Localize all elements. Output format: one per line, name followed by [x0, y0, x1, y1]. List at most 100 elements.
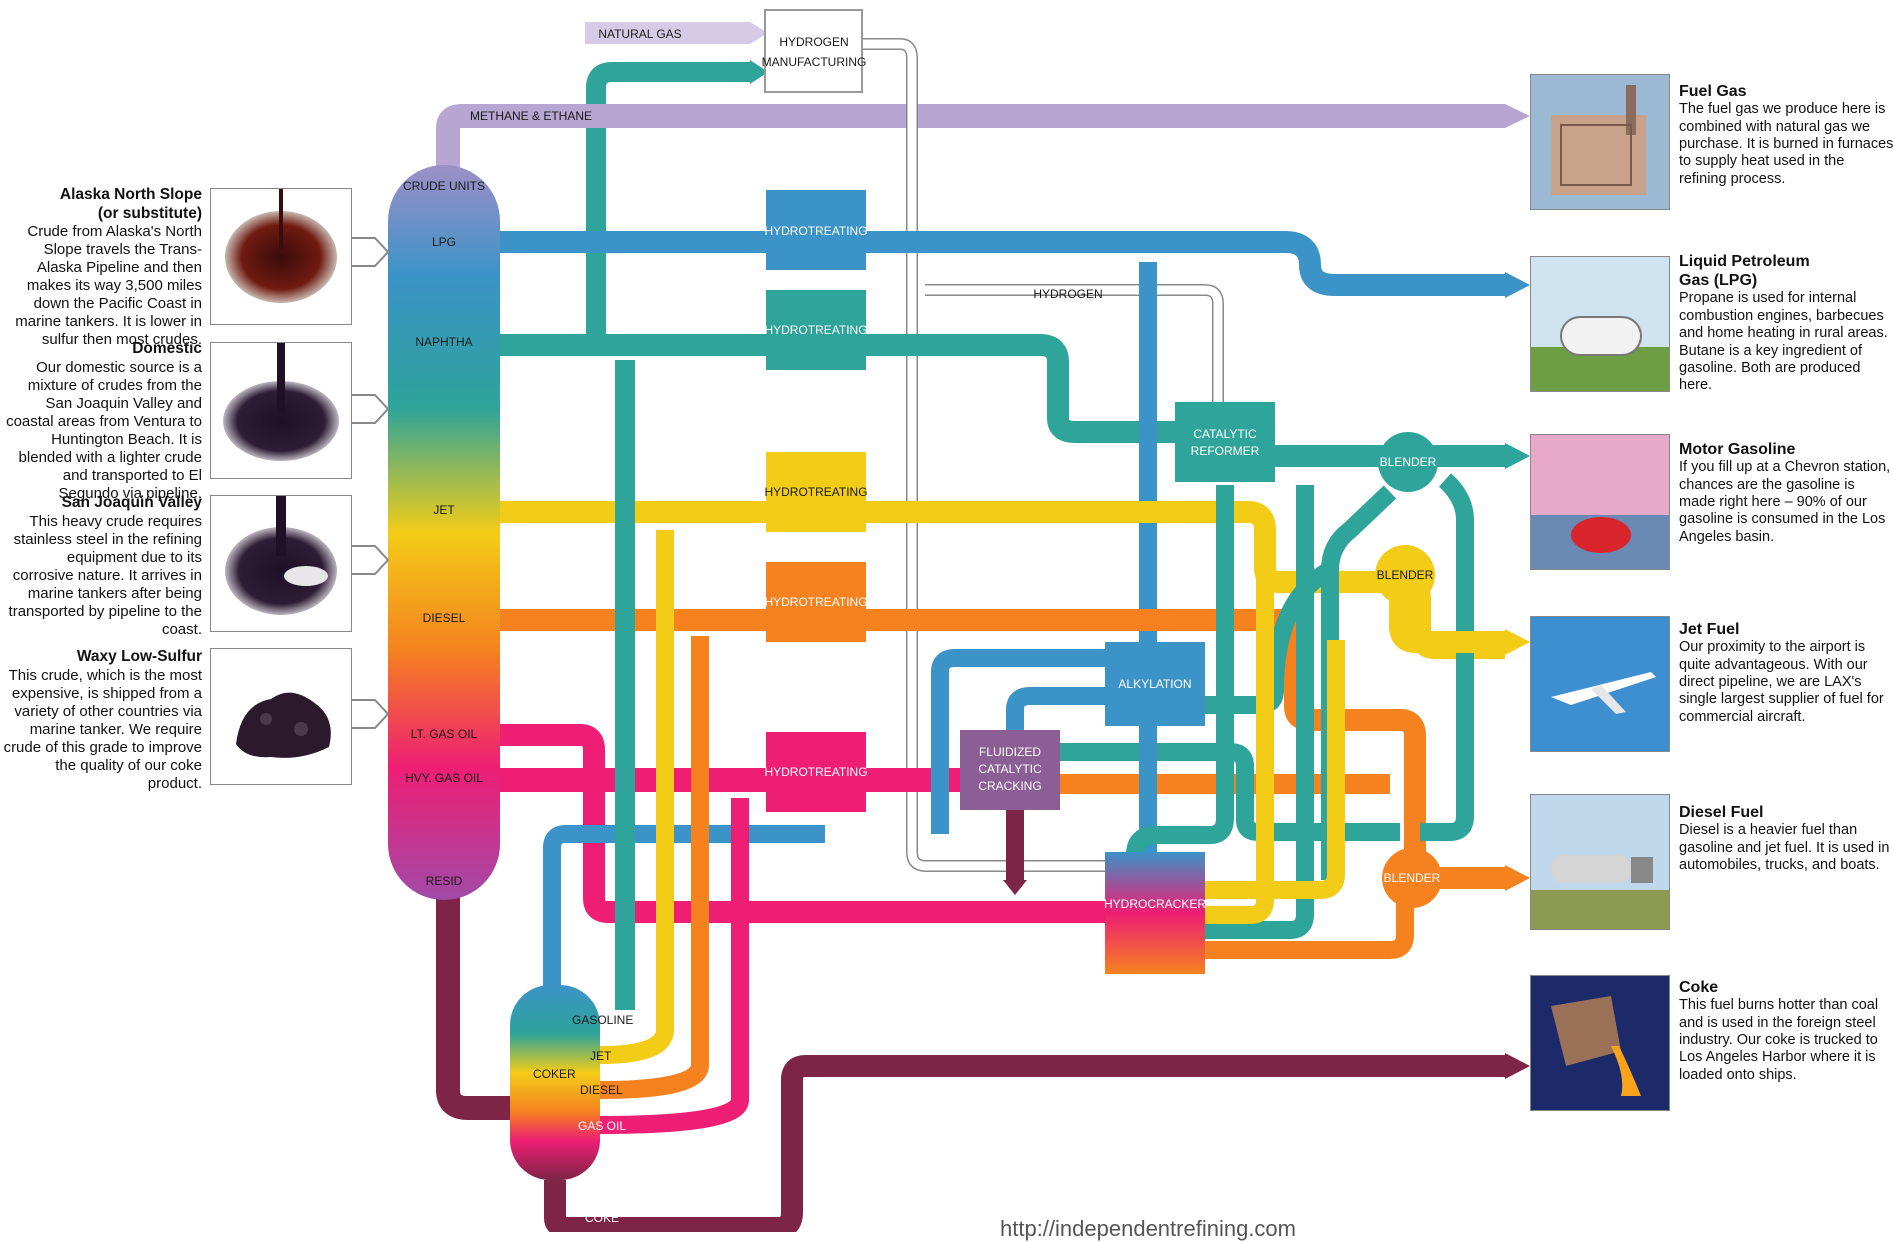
product-title: Motor Gasoline: [1679, 441, 1796, 458]
diesel-label: DIESEL: [423, 611, 466, 625]
crude-sample-domestic: [210, 342, 352, 479]
naphtha-to-hydrogen-pipe: [586, 62, 750, 345]
hydrotreating-diesel-box: [766, 562, 866, 642]
product-desc-jet: Jet Fuel Our proximity to the airport is…: [1679, 620, 1893, 726]
lpg-label: LPG: [432, 235, 456, 249]
crude-title: Domestic: [132, 340, 202, 357]
crude-text: This heavy crude requires stainless stee…: [8, 512, 202, 638]
hydrotreating-label-1: HYDROTREATING: [764, 224, 867, 238]
crude-oil-dish-icon: [223, 343, 339, 461]
hydrocracker-label: HYDROCRACKER: [1104, 897, 1206, 911]
blender-label-1: BLENDER: [1380, 455, 1437, 469]
crude-text: This crude, which is the most expensive,…: [3, 666, 202, 792]
catalytic-reformer-label-2: REFORMER: [1191, 444, 1260, 458]
methane-label: METHANE & ETHANE: [470, 109, 592, 123]
naphtha-pipe: [500, 334, 1180, 443]
crude-sample-alaska: [210, 188, 352, 325]
product-image-fuel-gas: [1530, 74, 1670, 210]
natural-gas-label: NATURAL GAS: [598, 27, 681, 41]
product-desc-gasoline: Motor Gasoline If you fill up at a Chevr…: [1679, 440, 1893, 546]
product-image-lpg: [1530, 256, 1670, 392]
coke-label: COKE: [585, 1211, 619, 1225]
jet-blender-out: [1389, 600, 1505, 653]
airplane-icon: [1551, 672, 1656, 714]
crude-desc-domestic: Domestic Our domestic source is a mixtur…: [2, 340, 202, 503]
fcc-label-1: FLUIDIZED: [979, 745, 1041, 759]
product-title: Liquid Petroleum Gas (LPG): [1679, 253, 1810, 290]
fcc-box: [960, 730, 1060, 810]
blue-to-alkylation: [931, 649, 1105, 834]
product-image-jet: [1530, 616, 1670, 752]
crude-title: Alaska North Slope (or substitute): [59, 186, 202, 222]
coker-gasoil-label: GAS OIL: [578, 1119, 626, 1133]
blender-label-2: BLENDER: [1377, 568, 1434, 582]
hydrotreating-lpg-box: [766, 190, 866, 270]
source-url[interactable]: http://independentrefining.com: [1000, 1216, 1296, 1241]
coker-column: [510, 985, 600, 1180]
product-title: Coke: [1679, 979, 1719, 996]
crude-input-arrows: [350, 237, 390, 729]
hydrotreating-label-5: HYDROTREATING: [764, 765, 867, 779]
teal-riser-2: [1200, 485, 1314, 939]
teal-right-loop: [1420, 473, 1474, 841]
product-text: Diesel is a heavier fuel than gasoline a…: [1679, 822, 1890, 873]
crude-arrow-3: [350, 545, 390, 575]
crude-text: Crude from Alaska's North Slope travels …: [15, 223, 202, 349]
crude-desc-waxy: Waxy Low-Sulfur This crude, which is the…: [2, 648, 202, 793]
gasoline-blender: [1378, 432, 1438, 492]
coker-gasoline-pipe: [543, 825, 825, 990]
blue-to-alkylation-2: [1006, 687, 1105, 730]
crude-arrow-1: [350, 237, 390, 267]
crude-sample-waxy: [210, 648, 352, 785]
crude-unit-column: [388, 165, 500, 900]
crude-title: Waxy Low-Sulfur: [76, 648, 202, 665]
product-title: Diesel Fuel: [1679, 804, 1764, 821]
coker-gasoline-label: GASOLINE: [572, 1013, 633, 1027]
hydrogen-line-2: [925, 284, 1224, 425]
crude-desc-alaska: Alaska North Slope (or substitute) Crude…: [2, 186, 202, 349]
arrow-diesel: [1505, 865, 1530, 891]
alkylation-label: ALKYLATION: [1118, 677, 1191, 691]
jet-blender: [1375, 545, 1435, 605]
refinery-icon: [1551, 85, 1646, 195]
product-image-gasoline: [1530, 434, 1670, 570]
diesel-blender: [1382, 848, 1442, 908]
car-icon: [1531, 515, 1669, 569]
crude-title: San Joaquin Valley: [61, 494, 202, 511]
hydrogen-mfg-label-1: HYDROGEN: [779, 35, 848, 49]
arrow-coke: [1505, 1053, 1530, 1079]
product-text: Our proximity to the airport is quite ad…: [1679, 639, 1884, 725]
catalytic-reformer-box: [1175, 402, 1275, 482]
hydrotreating-jet-box: [766, 452, 866, 532]
coker-jet-riser: [599, 530, 674, 1064]
resid-label: RESID: [426, 874, 463, 888]
alkylation-box: [1105, 642, 1205, 726]
product-desc-lpg: Liquid Petroleum Gas (LPG) Propane is us…: [1679, 252, 1893, 395]
hydrocracker-jet-riser: [1200, 560, 1274, 924]
hydrotreating-label-3: HYDROTREATING: [764, 485, 867, 499]
resid-pipe: [436, 880, 530, 1120]
crude-oil-dish-icon: [225, 189, 337, 303]
hydrogen-line-2-inner: [925, 285, 1223, 425]
arrow-gasoline: [1505, 443, 1530, 469]
product-text: This fuel burns hotter than coal and is …: [1679, 997, 1879, 1083]
blender-label-3: BLENDER: [1384, 871, 1441, 885]
crude-desc-sjv: San Joaquin Valley This heavy crude requ…: [2, 494, 202, 639]
lpg-pipe: [500, 231, 1505, 296]
product-text: The fuel gas we produce here is combined…: [1679, 101, 1893, 187]
truck-icon: [1531, 855, 1669, 929]
arrow-fcc-bottoms: [1003, 880, 1027, 895]
coker-diesel-label: DIESEL: [580, 1083, 623, 1097]
fcc-label-2: CATALYTIC: [978, 762, 1042, 776]
crude-text: Our domestic source is a mixture of crud…: [6, 358, 202, 502]
product-desc-coke: Coke This fuel burns hotter than coal an…: [1679, 978, 1893, 1084]
arrowheads: [750, 22, 1530, 1079]
crude-units-label: CRUDE UNITS: [403, 179, 485, 193]
hydrotreating-label-4: HYDROTREATING: [764, 595, 867, 609]
fcc-teal-out: [1015, 743, 1400, 841]
arrow-lpg: [1505, 272, 1530, 298]
hydrotreating-naphtha-box: [766, 290, 866, 370]
teal-riser-1: [1126, 485, 1234, 856]
arrow-jet: [1505, 629, 1530, 655]
lt-gas-oil-label: LT. GAS OIL: [411, 727, 478, 741]
